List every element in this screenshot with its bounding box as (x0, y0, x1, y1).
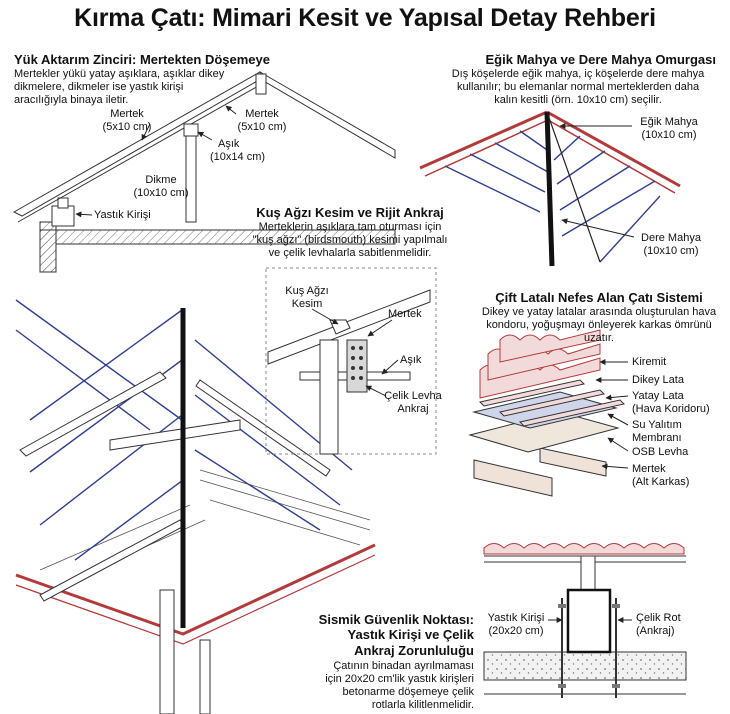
birdsmouth-section (265, 267, 437, 455)
label-bm-mertek: Mertek (388, 308, 422, 320)
roof-framing-perspective (15, 299, 376, 714)
label-dikme: Dikme(10x10 cm) (133, 174, 189, 199)
seismic-heading: Sismik Güvenlik Noktası:Yastık Kirişi ve… (318, 612, 474, 658)
layer-yatay-lata: Yatay Lata(Hava Koridoru) (632, 390, 710, 415)
label-seismic-yastik: Yastık Kirişi(20x20 cm) (487, 612, 545, 637)
page-title: Kırma Çatı: Mimari Kesit ve Yapısal Deta… (74, 4, 656, 32)
load-path-section (12, 70, 396, 273)
label-asik: Aşık(10x14 cm) (210, 138, 266, 163)
birdsmouth-desc: Merteklerin aşıklara tam oturması için"k… (252, 221, 448, 259)
label-mertek-left: Mertek(5x10 cm) (102, 108, 152, 133)
concrete-slab (483, 651, 687, 681)
yastik-beam-20x20 (566, 588, 612, 654)
layer-osb: OSB Levha (632, 446, 689, 458)
layer-kiremit: Kiremit (632, 356, 667, 368)
label-yastik: Yastık Kirişi (94, 209, 151, 221)
ventilation-section (468, 329, 629, 497)
label-dere-mahya: Dere Mahya(10x10 cm) (641, 232, 701, 257)
layer-mertek: Mertek(Alt Karkas) (632, 463, 690, 488)
label-celik-rot: Çelik Rot(Ankraj) (636, 612, 681, 637)
asik-block (183, 123, 199, 137)
load-path-heading: Yük Aktarım Zinciri: Mertekten Döşemeye (14, 52, 270, 67)
ridges-desc: Dış köşelerde eğik mahya, iç köşelerde d… (451, 68, 705, 106)
label-mertek-right: Mertek(5x10 cm) (237, 108, 287, 133)
ridges-heading: Eğik Mahya ve Dere Mahya Omurgası (485, 52, 716, 67)
ventilation-heading: Çift Latalı Nefes Alan Çatı Sistemi (495, 290, 703, 305)
load-path-desc: Mertekler yükü yatay aşıklara, aşıklar d… (14, 68, 225, 106)
seismic-section (483, 543, 687, 698)
layer-dikey-lata: Dikey Lata (632, 374, 684, 386)
birdsmouth-heading: Kuş Ağzı Kesim ve Rijit Ankraj (256, 205, 444, 220)
ventilation-desc: Dikey ve yatay latalar arasında oluşturu… (481, 306, 717, 344)
ridges-section (419, 110, 681, 267)
label-egik-mahya: Eğik Mahya(10x10 cm) (640, 116, 698, 141)
yastik-beam (51, 205, 75, 227)
floor-slab (39, 229, 396, 273)
steel-plate (346, 339, 368, 393)
label-bm-asik: Aşık (400, 354, 422, 366)
